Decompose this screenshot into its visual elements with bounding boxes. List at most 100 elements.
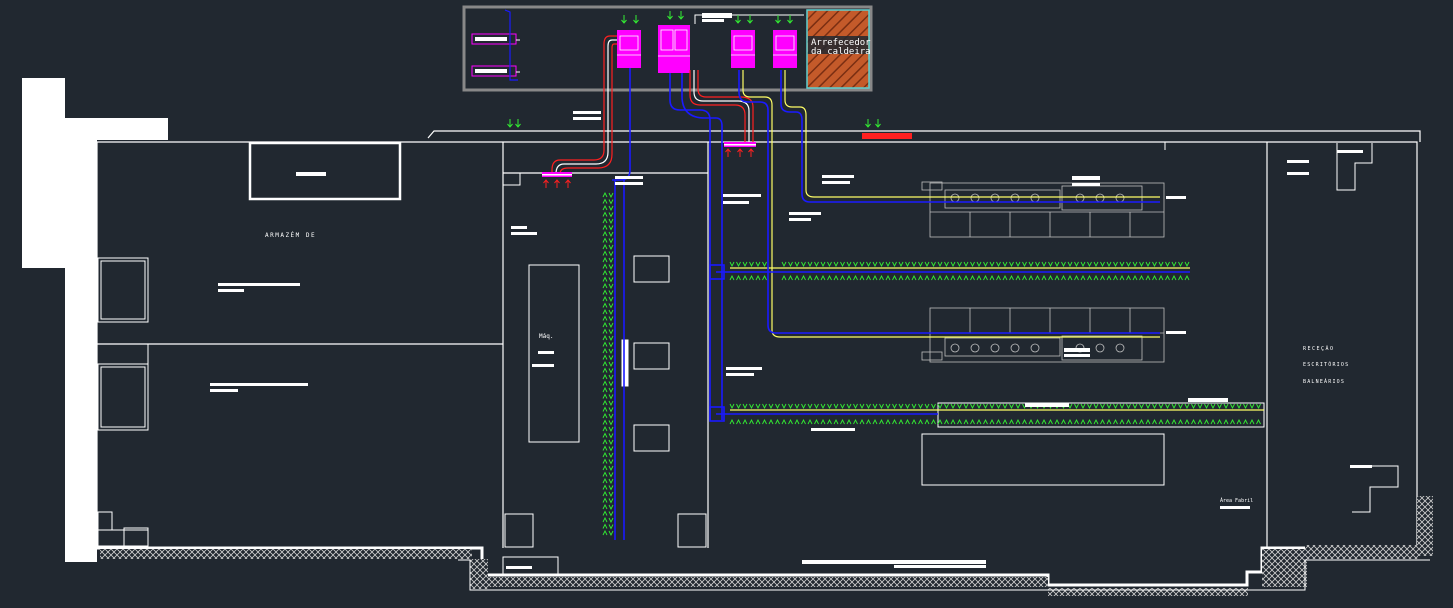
- diffuser-arrow-icon: [736, 274, 741, 281]
- diffuser-arrow-icon: [1191, 403, 1196, 410]
- diffuser-arrow-icon: [807, 418, 813, 425]
- diffuser-arrow-icon: [1080, 418, 1086, 425]
- left-solid-block: [22, 78, 168, 562]
- diffuser-arrow-icon: [602, 393, 608, 399]
- diffuser-arrow-icon: [853, 261, 858, 268]
- diffuser-arrow-icon: [1223, 418, 1229, 425]
- diffuser-arrow-icon: [602, 497, 608, 503]
- diffuser-arrow-icon: [1165, 274, 1170, 281]
- diffuser-arrow-icon: [801, 418, 806, 425]
- diffuser-arrow-icon: [608, 420, 614, 426]
- diffuser-arrow-icon: [602, 302, 608, 308]
- diffuser-arrow-icon: [602, 224, 608, 230]
- diffuser-arrow-icon: [608, 426, 614, 433]
- diffuser-arrow-icon: [1223, 403, 1229, 410]
- diffuser-arrow-icon: [905, 261, 910, 268]
- diffuser-arrow-icon: [833, 418, 839, 425]
- diffuser-arrow-icon: [1100, 418, 1105, 425]
- diffuser-arrow-icon: [608, 446, 614, 452]
- chiller-unit-1: [617, 30, 641, 68]
- diffuser-arrow-icon: [608, 374, 614, 381]
- diffuser-arrow-icon: [970, 274, 975, 281]
- diffuser-arrow-icon: [885, 261, 891, 268]
- diffuser-arrow-icon: [833, 274, 839, 281]
- diffuser-arrow-icon: [872, 418, 878, 425]
- plant-room: [462, 5, 873, 92]
- diffuser-arrow-icon: [1119, 261, 1125, 268]
- diffuser-arrow-icon: [872, 403, 878, 410]
- diffuser-arrow-icon: [957, 261, 962, 268]
- diffuser-arrow-icon: [602, 308, 608, 315]
- diffuser-arrow-icon: [1074, 403, 1079, 410]
- diffuser-arrow-icon: [1139, 418, 1144, 425]
- diffuser-arrow-icon: [937, 403, 943, 410]
- diffuser-arrow-icon: [859, 418, 865, 425]
- diffuser-arrow-icon: [989, 418, 995, 425]
- diffuser-arrow-icon: [918, 274, 923, 281]
- diffuser-arrow-icon: [794, 403, 800, 410]
- diffuser-arrow-icon: [976, 274, 982, 281]
- diffuser-arrow-icon: [1178, 261, 1183, 268]
- diffuser-arrow-icon: [608, 296, 614, 303]
- diffuser-arrow-icon: [866, 418, 871, 425]
- chiller-unit-4: [773, 30, 797, 68]
- diffuser-arrow-icon: [996, 403, 1001, 410]
- diffuser-arrow-icon: [1113, 261, 1118, 268]
- diffuser-arrow-icon: [602, 419, 608, 425]
- diffuser-arrow-icon: [602, 367, 608, 373]
- diffuser-arrow-icon: [1119, 274, 1125, 281]
- diffuser-arrow-icon: [602, 373, 608, 380]
- diffuser-arrow-icon: [866, 261, 871, 268]
- inlet-arrow-icon: [543, 179, 549, 188]
- diffuser-arrow-icon: [846, 274, 852, 281]
- diffuser-arrow-icon: [950, 274, 956, 281]
- diffuser-arrow-icon: [602, 523, 608, 529]
- diffuser-arrow-icon: [775, 403, 780, 410]
- diffuser-arrow-icon: [794, 261, 800, 268]
- diffuser-arrow-icon: [918, 261, 923, 268]
- diffuser-arrow-icon: [827, 418, 832, 425]
- diffuser-arrow-icon: [602, 412, 608, 419]
- diffuser-arrow-icon: [602, 341, 608, 347]
- diffuser-arrow-icon: [1048, 261, 1053, 268]
- diffuser-arrow-icon: [608, 517, 614, 524]
- diffuser-arrow-icon: [608, 257, 614, 264]
- annotation-tags: [210, 111, 1372, 569]
- inlet-grilles: [542, 133, 912, 177]
- diffuser-arrow-icon: [608, 342, 614, 348]
- airflow-arrow-icon: [735, 15, 741, 24]
- diffuser-arrow-icon: [608, 303, 614, 309]
- diffuser-arrow-icon: [950, 418, 956, 425]
- diffuser-arrow-icon: [1158, 261, 1164, 268]
- diffuser-arrow-icon: [905, 403, 910, 410]
- diffuser-arrow-icon: [602, 510, 608, 516]
- diffuser-arrow-icon: [1113, 418, 1118, 425]
- diffuser-arrow-icon: [608, 238, 614, 244]
- diffuser-arrow-icon: [608, 407, 614, 413]
- diffuser-arrow-icon: [602, 328, 608, 334]
- diffuser-arrow-icon: [1009, 418, 1014, 425]
- diffuser-arrow-icon: [1256, 418, 1261, 425]
- diffuser-arrow-icon: [794, 274, 800, 281]
- diffuser-arrow-icon: [840, 403, 845, 410]
- diffuser-arrow-icon: [840, 261, 845, 268]
- diffuser-arrow-icon: [814, 418, 819, 425]
- diffuser-arrow-icon: [602, 321, 608, 328]
- diffuser-arrow-icon: [1132, 261, 1138, 268]
- diffuser-arrow-icon: [879, 274, 884, 281]
- diffuser-arrow-icon: [885, 403, 891, 410]
- diffuser-arrow-icon: [602, 438, 608, 445]
- diffuser-arrow-icon: [859, 403, 865, 410]
- diffuser-arrow-icon: [820, 274, 826, 281]
- diffuser-arrow-icon: [608, 387, 614, 394]
- diffuser-arrow-icon: [755, 403, 761, 410]
- diffuser-arrow-icon: [853, 403, 858, 410]
- diffuser-arrow-icon: [729, 418, 735, 425]
- diffuser-arrow-icon: [892, 261, 897, 268]
- diffuser-arrow-icon: [1249, 418, 1255, 425]
- diffuser-arrow-icon: [608, 270, 614, 277]
- diffuser-arrow-icon: [879, 403, 884, 410]
- diffuser-arrow-icon: [602, 289, 608, 295]
- diffuser-arrow-icon: [983, 274, 988, 281]
- diffuser-arrow-icon: [742, 403, 748, 410]
